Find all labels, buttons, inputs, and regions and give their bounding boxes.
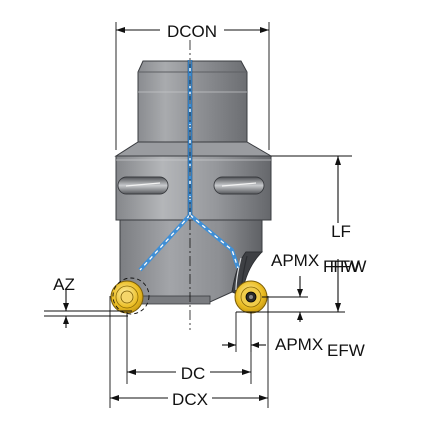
label-dcon: DCON xyxy=(167,22,217,41)
insert-left xyxy=(110,277,150,315)
label-apmx-ffw-sub: FFW xyxy=(323,257,360,276)
dim-dc xyxy=(126,312,252,384)
label-lf: LF xyxy=(331,222,351,241)
collar xyxy=(114,141,273,221)
dim-lf xyxy=(271,155,352,312)
insert-left-outline xyxy=(112,277,150,315)
label-dc: DC xyxy=(181,364,206,383)
label-ffw: FFW xyxy=(330,257,367,276)
dim-dcx xyxy=(109,296,269,408)
key-slot-left xyxy=(117,176,169,195)
insert-right xyxy=(234,280,268,314)
label-apmx-ffw: APMX xyxy=(271,251,319,270)
key-slot-right xyxy=(213,176,265,195)
label-az: AZ xyxy=(53,275,75,294)
cutter-head xyxy=(119,219,263,305)
dim-az xyxy=(44,290,132,328)
dim-apmx-ffw xyxy=(236,276,345,322)
label-dcx: DCX xyxy=(172,390,208,409)
dim-dcon xyxy=(115,22,270,150)
shank xyxy=(137,60,248,143)
label-apmx-efw-sub: EFW xyxy=(327,341,365,360)
dim-apmx-efw xyxy=(222,312,266,352)
label-apmx-efw: APMX xyxy=(275,335,323,354)
